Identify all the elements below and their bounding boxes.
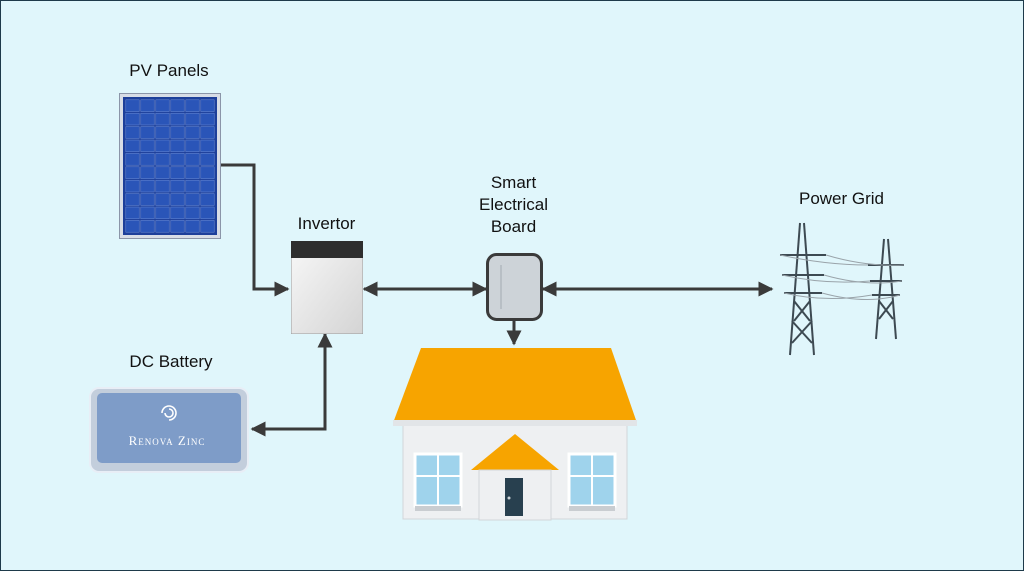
- edge-invertor-battery: [250, 332, 333, 437]
- dc-battery-label: DC Battery: [129, 352, 213, 371]
- power-grid-label: Power Grid: [798, 189, 885, 208]
- edge-pv-to-invertor: [220, 163, 290, 297]
- invertor-icon: [291, 241, 363, 334]
- power-grid-icon: [779, 222, 905, 356]
- battery-icon: [89, 387, 249, 473]
- electrical-board-icon: [486, 253, 543, 321]
- solar-panel-icon: [119, 93, 221, 239]
- battery-brand-text: Renova Zinc: [128, 433, 206, 448]
- house-icon: [393, 348, 637, 521]
- smart-board-label: Smart Electrical Board: [479, 173, 548, 236]
- invertor-label: Invertor: [297, 214, 356, 233]
- pv-panels-label: PV Panels: [129, 61, 209, 80]
